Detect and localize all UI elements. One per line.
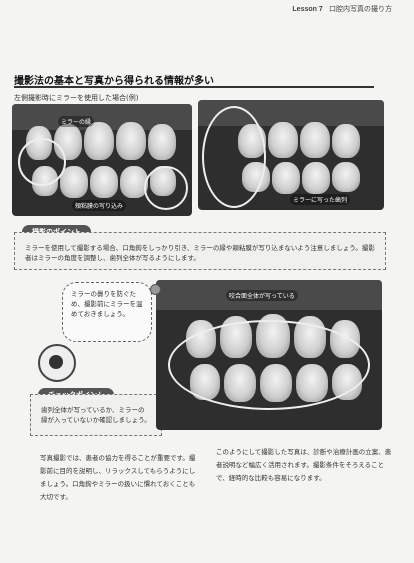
check-text: 歯列全体が写っているか、ミラーの縁が入っていないか確認しましょう。: [41, 406, 151, 424]
title-rule: [14, 86, 374, 88]
tip-bubble: ミラーの曇りを防ぐため、撮影前にミラーを温めておきましょう。: [62, 282, 152, 342]
tooth: [116, 122, 146, 160]
photo-label: 咬合面全体が写っている: [226, 290, 298, 301]
photo-label: ミラーに写った歯列: [290, 194, 351, 205]
point-text: ミラーを使用して撮影する場合、口角鉤をしっかり引き、ミラーの縁や頬粘膜が写り込ま…: [25, 244, 375, 262]
pin-icon: [150, 284, 161, 295]
tooth: [90, 166, 118, 198]
body-paragraph-right: このようにして撮影した写真は、診断や治療計画の立案、患者説明など幅広く活用されま…: [216, 448, 392, 482]
tooth: [302, 162, 330, 194]
tooth: [120, 166, 148, 198]
section-title: 撮影法の基本と写真から得られる情報が多い: [14, 76, 214, 87]
check-box: 歯列全体が写っているか、ミラーの縁が入っていないか確認しましょう。: [30, 394, 162, 436]
tooth: [60, 166, 88, 198]
occlusal-outline: [168, 320, 370, 410]
tooth: [84, 122, 114, 160]
photo-caption: 左側撮影時にミラーを使用した場合(例): [14, 94, 139, 102]
photo-label: 頬粘膜の写り込み: [72, 200, 127, 211]
gum: [156, 280, 382, 310]
lesson-number: Lesson 7: [292, 6, 323, 13]
intraoral-photo-3: 咬合面全体が写っている: [156, 280, 382, 430]
tip-text: ミラーの曇りを防ぐため、撮影前にミラーを温めておきましょう。: [71, 290, 143, 318]
point-box: ミラーを使用して撮影する場合、口角鉤をしっかり引き、ミラーの縁や頬粘膜が写り込ま…: [14, 232, 386, 270]
magnify-circle: [18, 138, 66, 186]
magnify-circle: [144, 166, 188, 210]
body-paragraph-left: 写真撮影では、患者の協力を得ることが重要です。撮影前に目的を説明し、リラックスし…: [40, 454, 196, 501]
tooth: [300, 122, 330, 158]
photo-label: ミラーの縁: [58, 116, 95, 127]
tooth: [332, 124, 360, 158]
running-header: Lesson 7 口腔内写真の撮り方: [292, 4, 392, 14]
tooth: [268, 122, 298, 158]
tooth: [148, 124, 176, 160]
magnify-circle: [202, 106, 266, 208]
intraoral-photo-2: ミラーに写った歯列: [198, 100, 384, 210]
header-section: 口腔内写真の撮り方: [329, 5, 392, 13]
intraoral-photo-1: ミラーの縁 頬粘膜の写り込み: [12, 104, 192, 216]
tooth: [332, 162, 360, 192]
tooth: [272, 162, 300, 194]
eyeball-mascot-icon: [38, 344, 76, 382]
